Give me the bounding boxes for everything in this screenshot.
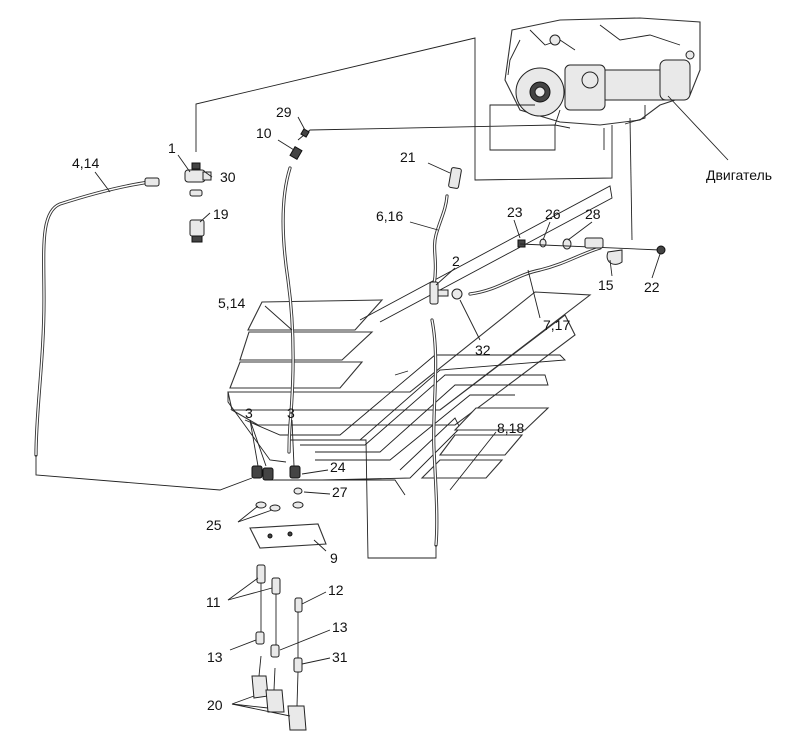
cab-panels — [227, 185, 613, 496]
callout-32: 32 — [475, 342, 491, 358]
callout-24: 24 — [330, 459, 346, 475]
hose-6-16 — [432, 194, 449, 287]
hose-5-14 — [281, 166, 295, 454]
leader-lines — [94, 116, 661, 717]
callout-29: 29 — [276, 104, 292, 120]
callout-26: 26 — [545, 206, 561, 222]
callout-7-17: 7,17 — [543, 317, 570, 333]
callout-13-right: 13 — [332, 619, 348, 635]
callout-8-18: 8,18 — [497, 420, 524, 436]
fittings — [184, 128, 666, 731]
callout-30: 30 — [220, 169, 236, 185]
callout-2: 2 — [452, 253, 460, 269]
callout-15: 15 — [598, 277, 614, 293]
callout-22: 22 — [644, 279, 660, 295]
callout-20: 20 — [207, 697, 223, 713]
engine-connection-lines — [195, 37, 729, 241]
callout-3-right: 3 — [287, 405, 295, 421]
callout-6-16: 6,16 — [376, 208, 403, 224]
callout-4-14: 4,14 — [72, 155, 99, 171]
callout-31: 31 — [332, 649, 348, 665]
hose-4-14 — [34, 177, 253, 491]
hose-7-17 — [468, 246, 602, 296]
callout-9: 9 — [330, 550, 338, 566]
callout-labels: 1 30 19 4,14 10 29 21 6,16 2 23 26 28 15… — [72, 104, 772, 713]
callout-1: 1 — [168, 140, 176, 156]
callout-10: 10 — [256, 125, 272, 141]
callout-28: 28 — [585, 206, 601, 222]
callout-13-left: 13 — [207, 649, 223, 665]
engine-illustration — [504, 17, 701, 129]
callout-25: 25 — [206, 517, 222, 533]
callout-5-14: 5,14 — [218, 295, 245, 311]
callout-19: 19 — [213, 206, 229, 222]
callout-21: 21 — [400, 149, 416, 165]
callout-11: 11 — [206, 594, 221, 610]
hose-8-18 — [300, 318, 439, 559]
callout-27: 27 — [332, 484, 348, 500]
callout-3-left: 3 — [245, 405, 253, 421]
callout-23: 23 — [507, 204, 523, 220]
engine-label: Двигатель — [706, 167, 772, 183]
callout-12: 12 — [328, 582, 344, 598]
